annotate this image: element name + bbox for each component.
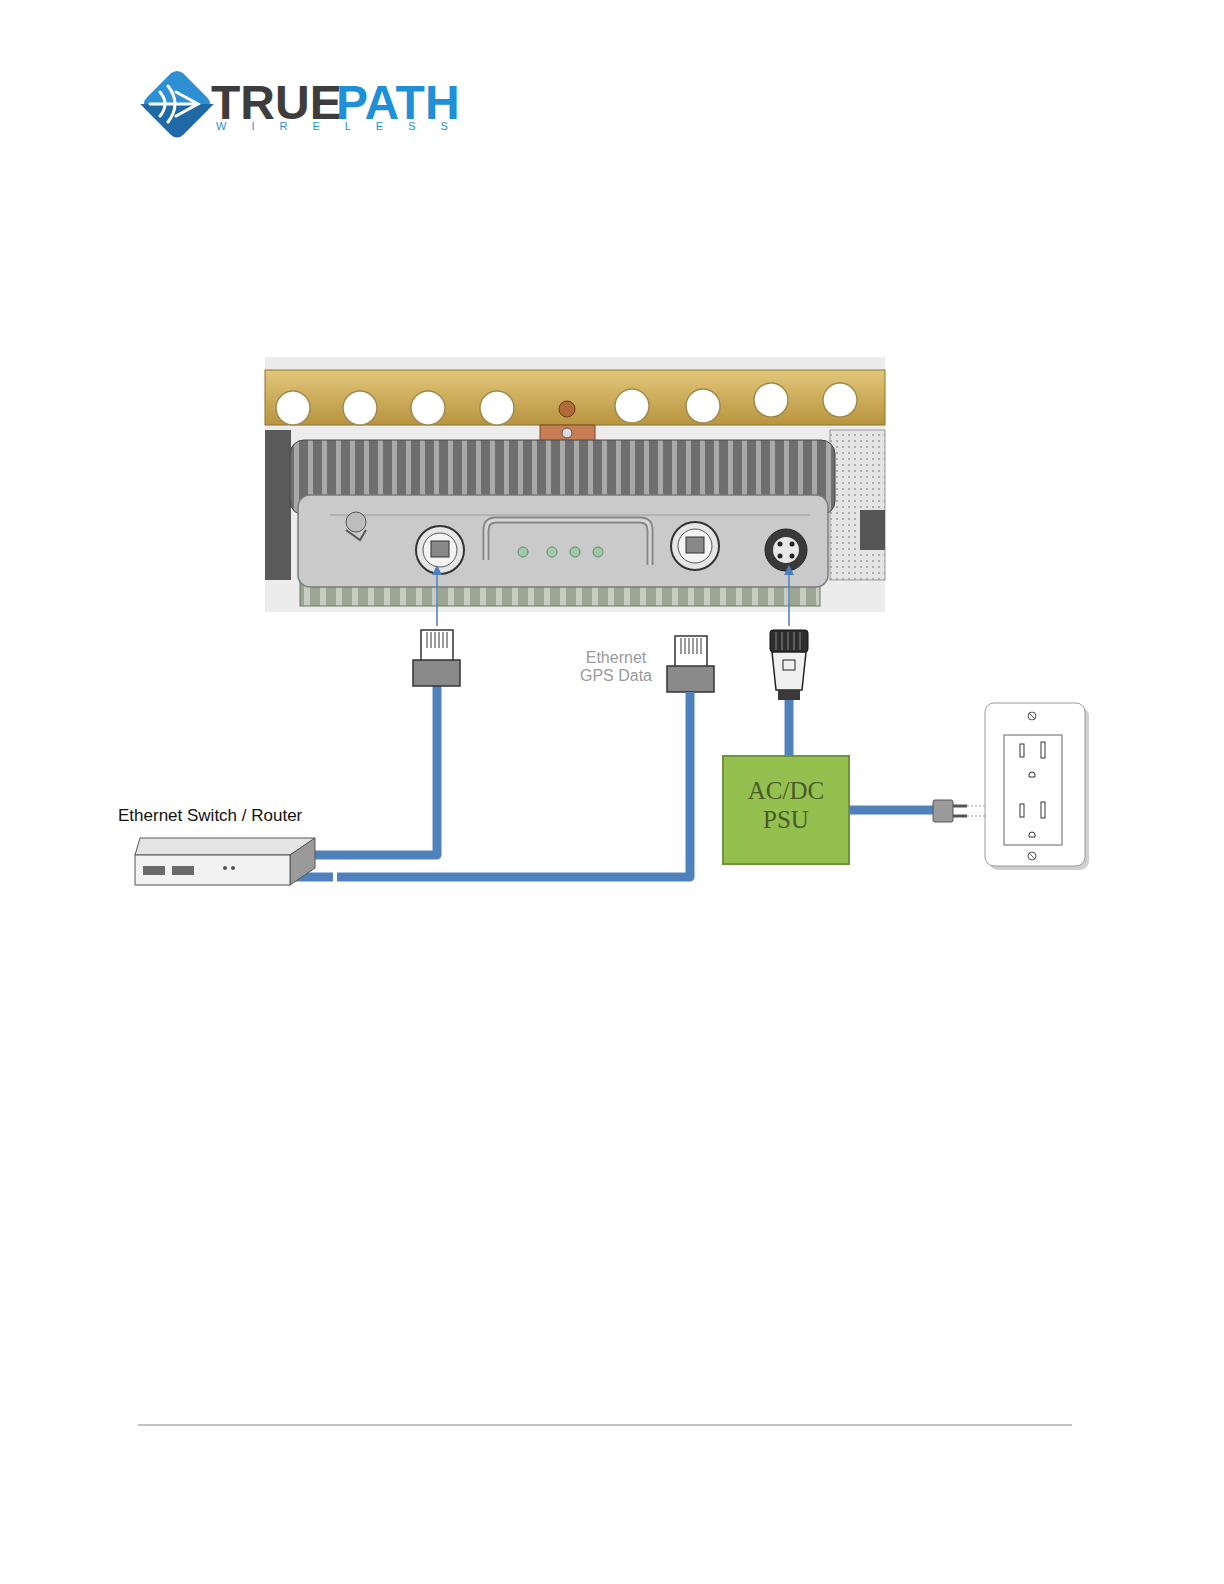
power-port: [765, 529, 807, 571]
switch-icon: [135, 838, 315, 885]
insert-arrow: [436, 566, 438, 626]
screw: [562, 428, 572, 438]
cable-label: Ethernet GPS Data: [578, 649, 654, 686]
logo-waves: [150, 86, 198, 122]
logo-subtitle: WIRELESS: [216, 121, 473, 132]
logo-icon: [140, 67, 214, 141]
plug-node: Ethernet GPS Data: [578, 634, 716, 692]
logo-wordmark: TRUE: [211, 79, 342, 127]
side-bracket: [830, 430, 885, 580]
mount-frame: [265, 357, 885, 612]
switch-node: Ethernet Switch / Router: [118, 806, 337, 888]
bar-stud: [559, 401, 575, 417]
status-leds: [518, 547, 603, 557]
logo-wordmark: PATH: [336, 79, 460, 127]
ethernet-cable: [265, 686, 437, 855]
ethernet-port: [416, 526, 464, 574]
device-label: Ethernet Switch / Router: [118, 806, 337, 826]
insert-arrow: [788, 566, 790, 626]
cable-connector: [337, 692, 690, 877]
radio-front-panel: [298, 495, 828, 587]
rj45-plug: [413, 630, 460, 686]
footer-rule: [138, 1424, 1072, 1425]
gps-ethernet-port: [671, 522, 719, 570]
panel-edge: [330, 515, 810, 516]
bar-holes: [276, 383, 857, 425]
ac-cable: [850, 806, 934, 815]
handle-highlight: [486, 520, 650, 565]
bracket-clip: [860, 510, 885, 550]
power-connector: [770, 630, 808, 700]
rj45-plug: [667, 636, 714, 692]
dc-cable: [785, 700, 794, 755]
radio-handle: [486, 520, 650, 565]
psu-box: AC/DC PSU: [722, 755, 850, 865]
wall-outlet: [985, 703, 1089, 870]
mounting-bar: [265, 370, 885, 425]
left-bracket: [265, 430, 291, 580]
cap-lock: [346, 512, 366, 540]
psu-label: AC/DC PSU: [741, 777, 831, 835]
